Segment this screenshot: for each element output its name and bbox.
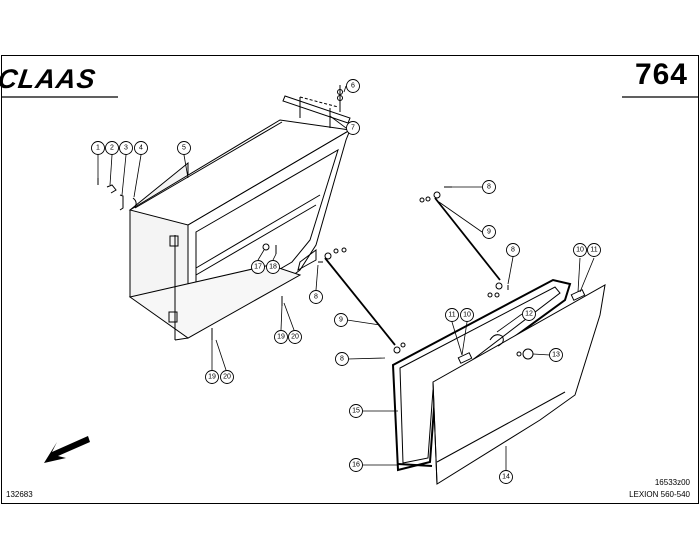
callout-label-5: 5 bbox=[182, 145, 186, 152]
callout-label-15: 15 bbox=[352, 408, 360, 415]
door-assembly bbox=[391, 278, 606, 485]
callout-11-mid bbox=[445, 308, 459, 322]
callout-label-10-top: 10 bbox=[576, 247, 584, 254]
callout-18 bbox=[266, 260, 280, 274]
callout-label-13: 13 bbox=[552, 352, 560, 359]
callout-14 bbox=[499, 470, 513, 484]
callout-label-4: 4 bbox=[139, 145, 143, 152]
callout-label-2: 2 bbox=[110, 145, 114, 152]
callout-15 bbox=[349, 404, 363, 418]
callout-label-8-left: 8 bbox=[314, 294, 318, 301]
box-housing bbox=[97, 85, 352, 341]
callout-label-12: 12 bbox=[525, 311, 533, 318]
callout-2 bbox=[105, 141, 119, 155]
callout-8-left bbox=[309, 290, 323, 304]
callout-label-6: 6 bbox=[351, 83, 355, 90]
callout-label-14: 14 bbox=[502, 474, 510, 481]
callout-1 bbox=[91, 141, 105, 155]
callout-5 bbox=[177, 141, 191, 155]
callout-8-right bbox=[506, 243, 520, 257]
callout-8-top bbox=[482, 180, 496, 194]
callout-label-3: 3 bbox=[124, 145, 128, 152]
callout-8-bottom bbox=[335, 352, 349, 366]
callout-label-7: 7 bbox=[351, 125, 355, 132]
callout-10-mid bbox=[460, 308, 474, 322]
model-name: LEXION 560-540 bbox=[629, 490, 690, 499]
callout-10-top bbox=[573, 243, 587, 257]
page-border bbox=[1, 55, 699, 504]
callout-19-right bbox=[274, 330, 288, 344]
callout-label-20-right: 20 bbox=[291, 334, 299, 341]
callout-16 bbox=[349, 458, 363, 472]
reference-code: 16533z00 bbox=[654, 478, 690, 487]
drawing-id: 132683 bbox=[6, 490, 33, 499]
direction-arrow bbox=[44, 436, 90, 463]
callout-4 bbox=[134, 141, 148, 155]
callout-label-20-left: 20 bbox=[223, 374, 231, 381]
brand-logo: CLAAS bbox=[0, 63, 98, 94]
callout-label-8-bottom: 8 bbox=[340, 356, 344, 363]
callout-17 bbox=[251, 260, 265, 274]
callout-label-9-left: 9 bbox=[339, 317, 343, 324]
page-number: 764 bbox=[634, 58, 688, 91]
callout-label-19-left: 19 bbox=[208, 374, 216, 381]
callout-label-1: 1 bbox=[96, 145, 100, 152]
callout-label-8-top: 8 bbox=[487, 184, 491, 191]
callout-9-right bbox=[482, 225, 496, 239]
callout-9-left bbox=[334, 313, 348, 327]
callout-label-18: 18 bbox=[269, 264, 277, 271]
gas-struts bbox=[318, 186, 509, 354]
callout-7 bbox=[346, 121, 360, 135]
callout-12 bbox=[522, 307, 536, 321]
callout-label-11-mid: 11 bbox=[448, 312, 455, 319]
callout-11-top bbox=[587, 243, 601, 257]
callout-19-left bbox=[205, 370, 219, 384]
callout-label-11-top: 11 bbox=[590, 247, 597, 254]
callout-label-8-right: 8 bbox=[511, 247, 515, 254]
callout-label-17: 17 bbox=[254, 264, 262, 271]
callout-13 bbox=[549, 348, 563, 362]
callout-label-9-right: 9 bbox=[487, 229, 491, 236]
callout-20-left bbox=[220, 370, 234, 384]
callout-20-right bbox=[288, 330, 302, 344]
callout-label-19-right: 19 bbox=[277, 334, 285, 341]
callout-3 bbox=[119, 141, 133, 155]
callout-6 bbox=[346, 79, 360, 93]
callout-label-10-mid: 10 bbox=[463, 312, 471, 319]
callout-label-16: 16 bbox=[352, 462, 360, 469]
